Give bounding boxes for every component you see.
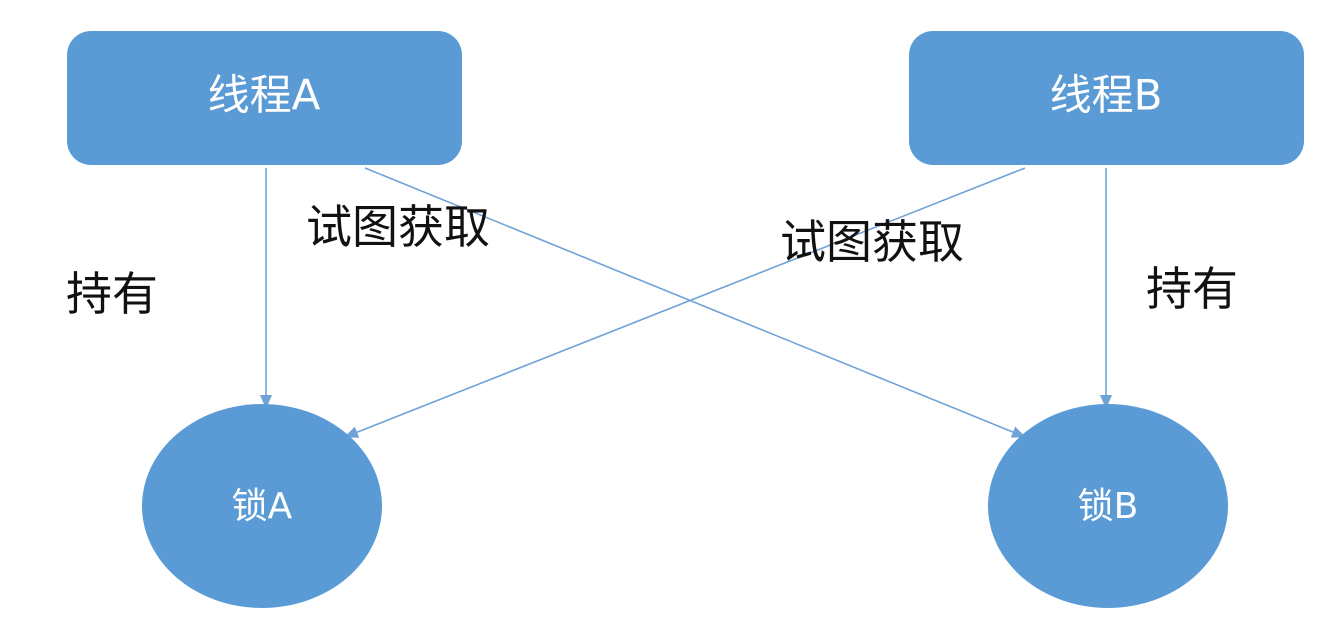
node-thread-a: 线程A [67, 31, 462, 165]
edge-thread-a-requests-lock-b [364, 167, 1026, 438]
thread-b-box [909, 31, 1304, 165]
label-thread-a-requests: 试图获取 [306, 200, 490, 254]
label-thread-b-holds: 持有 [1146, 262, 1238, 316]
edge-thread-b-requests-lock-a [344, 167, 1026, 438]
thread-a-box [67, 31, 462, 165]
node-lock-a: 锁A [142, 404, 382, 608]
label-thread-a-holds: 持有 [66, 267, 158, 321]
lock-b-label: 锁B [1078, 486, 1139, 527]
edges [260, 167, 1112, 438]
thread-a-label: 线程A [208, 71, 321, 120]
label-thread-b-requests: 试图获取 [780, 215, 964, 269]
node-lock-b: 锁B [988, 404, 1228, 608]
lock-b-circle [988, 404, 1228, 608]
lock-a-circle [142, 404, 382, 608]
lock-a-label: 锁A [232, 486, 293, 527]
thread-b-label: 线程B [1050, 71, 1163, 120]
node-thread-b: 线程B [909, 31, 1304, 165]
edge-labels: 持有 试图获取 试图获取 持有 [66, 200, 1238, 321]
